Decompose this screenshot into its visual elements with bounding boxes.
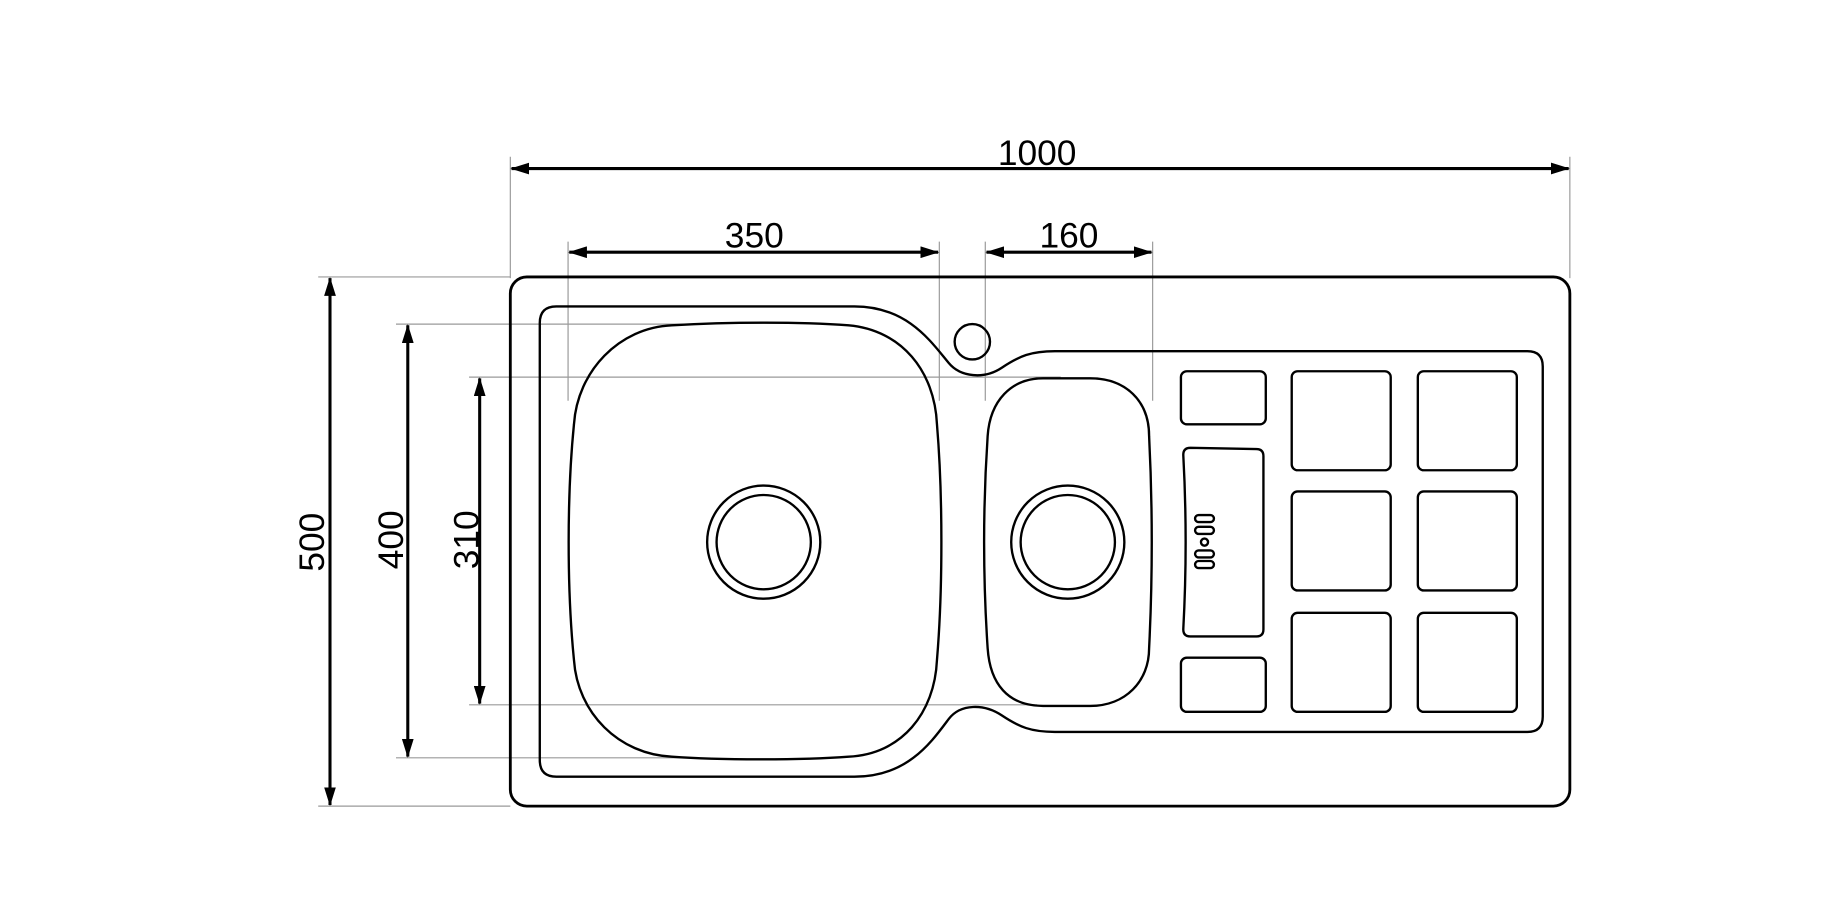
dimension-small-bowl-width: 160 bbox=[985, 216, 1153, 259]
small-bowl-width-label: 160 bbox=[1039, 216, 1098, 255]
dimension-large-bowl-depth: 400 bbox=[372, 324, 414, 758]
dimension-large-bowl-width: 350 bbox=[568, 216, 940, 259]
extension-lines bbox=[318, 156, 1571, 807]
large-bowl bbox=[567, 321, 943, 761]
large-bowl-width-label: 350 bbox=[725, 216, 784, 255]
sink-inner-rim bbox=[538, 305, 1544, 778]
overall-length-label: 1000 bbox=[998, 134, 1077, 173]
sink-outline bbox=[508, 275, 1572, 808]
drainer-slots-icon bbox=[1193, 513, 1216, 570]
large-bowl-drain-icon bbox=[705, 484, 822, 600]
overflow-hole bbox=[953, 322, 992, 361]
small-bowl-depth-label: 310 bbox=[448, 510, 487, 569]
dimension-small-bowl-depth: 310 bbox=[448, 377, 487, 705]
dimension-overall-length: 1000 bbox=[510, 134, 1570, 175]
small-bowl bbox=[982, 377, 1153, 708]
large-bowl-depth-label: 400 bbox=[372, 510, 411, 569]
drainer-grid bbox=[1179, 370, 1518, 714]
dimension-overall-depth: 500 bbox=[293, 276, 336, 807]
overall-depth-label: 500 bbox=[293, 513, 332, 572]
small-bowl-drain-icon bbox=[1010, 484, 1126, 600]
